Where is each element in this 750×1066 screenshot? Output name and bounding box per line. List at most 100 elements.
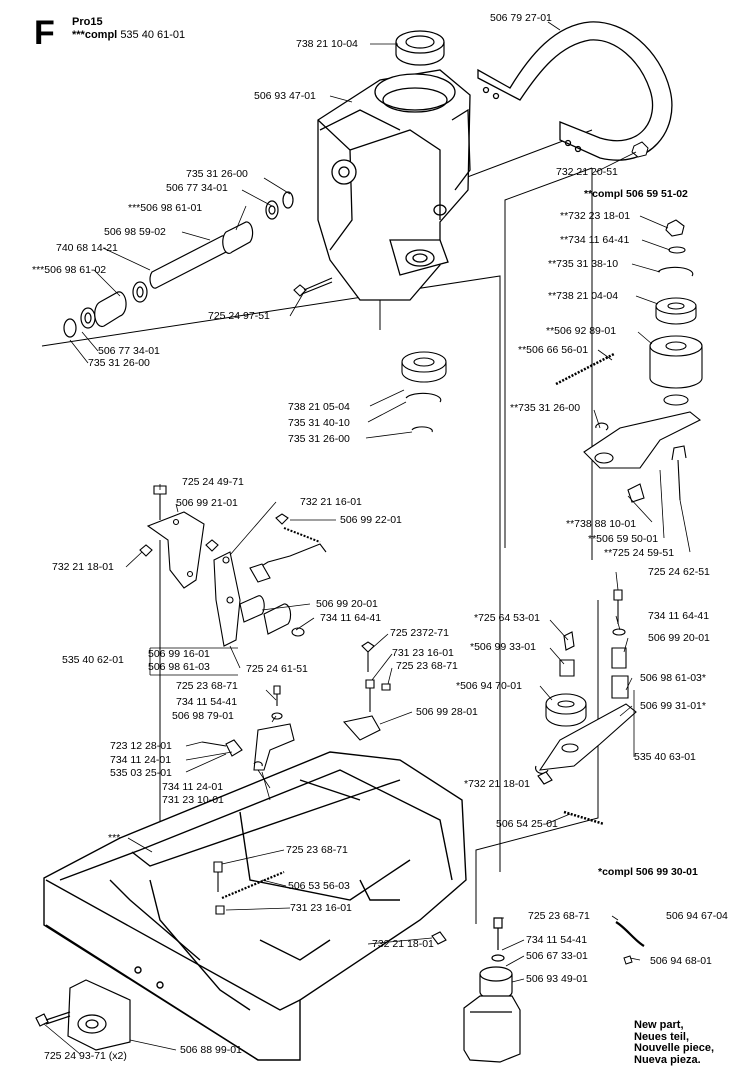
part-label: 506 99 20-01 — [316, 598, 378, 610]
part-label: *732 21 18-01 — [464, 778, 530, 790]
part-label: 506 99 16-01 — [148, 648, 210, 660]
compl-prefix: ***compl — [72, 29, 118, 41]
part-label: 735 31 26-00 — [288, 433, 350, 445]
part-label: **735 31 26-00 — [510, 402, 581, 414]
part-label: 725 24 61-51 — [246, 663, 308, 675]
part-label: 734 11 64-41 — [648, 610, 710, 622]
part-label: 735 31 26-00 — [186, 168, 248, 180]
part-label: 506 99 20-01 — [648, 632, 710, 644]
part-label: *725 64 53-01 — [474, 612, 540, 624]
part-label: **506 92 89-01 — [546, 325, 617, 337]
part-label: 506 94 68-01 — [650, 955, 712, 967]
legend-line: Nueva pieza. — [634, 1053, 701, 1066]
part-label: 725 24 93-71 (x2) — [44, 1050, 127, 1062]
part-label: 732 21 18-01 — [52, 561, 114, 573]
part-label: 734 11 54-41 — [176, 696, 238, 708]
part-label: ***506 98 61-01 — [128, 202, 203, 214]
part-label: 725 24 49-71 — [182, 476, 244, 488]
model-name: Pro15 — [72, 16, 103, 28]
part-label: 506 99 28-01 — [416, 706, 478, 718]
legend-line: Neues teil, — [634, 1030, 690, 1043]
chassis-spring — [221, 870, 285, 900]
bolt-icon — [293, 277, 333, 297]
part-label: 506 88 99-01 — [180, 1044, 242, 1056]
part-label: 506 94 67-04 — [666, 910, 728, 922]
part-label: 735 31 40-10 — [288, 417, 350, 429]
part-label: *506 99 33-01 — [470, 641, 536, 653]
mount-bracket — [35, 979, 131, 1051]
part-label: 506 93 47-01 — [254, 90, 316, 102]
part-label: **738 88 10-01 — [566, 518, 637, 530]
part-label: **732 23 18-01 — [560, 210, 631, 222]
part-label: 725 23 68-71 — [286, 844, 348, 856]
bearing-stack — [401, 351, 447, 433]
chassis-frame — [43, 751, 467, 1061]
part-label: 734 11 24-01 — [110, 754, 172, 766]
part-label: 725 24 62-51 — [648, 566, 710, 578]
part-label: *506 94 70-01 — [456, 680, 522, 692]
pulley-group — [535, 589, 637, 826]
part-label: 738 21 10-04 — [296, 38, 358, 50]
legend-line: Nouvelle piece, — [634, 1042, 715, 1054]
part-label: 731 23 16-01 — [290, 902, 352, 914]
compl-number: 535 40 61-01 — [120, 29, 186, 41]
part-label: 725 2372-71 — [390, 627, 449, 639]
part-label: 506 98 61-03 — [148, 661, 210, 673]
compl-line: ***compl 535 40 61-01 — [72, 29, 185, 41]
part-label: 506 77 34-01 — [166, 182, 228, 194]
leader-lines — [43, 21, 691, 1055]
part-label: 506 99 21-01 — [176, 497, 238, 509]
bracket-group — [139, 485, 327, 647]
part-label: 506 99 22-01 — [340, 514, 402, 526]
part-label: **compl 506 59 51-02 — [584, 188, 688, 200]
part-label: 535 40 62-01 — [62, 654, 124, 666]
part-label: 506 67 33-01 — [526, 950, 588, 962]
part-label: 535 03 25-01 — [110, 767, 172, 779]
part-label: 506 98 79-01 — [172, 710, 234, 722]
new-part-legend: New part, Neues teil, Nouvelle piece, Nu… — [634, 1019, 715, 1066]
chassis-bolts — [213, 861, 447, 945]
part-label: **738 21 04-04 — [548, 290, 619, 302]
part-label: 734 11 54-41 — [526, 934, 588, 946]
part-label: 734 11 24-01 — [162, 781, 224, 793]
part-label: 731 23 16-01 — [392, 647, 454, 659]
part-label: 740 68 14-21 — [56, 242, 118, 254]
part-label: 735 31 26-00 — [88, 357, 150, 369]
part-label: 506 98 61-03* — [640, 672, 706, 684]
nut-icon — [631, 141, 649, 158]
part-label: *** — [108, 832, 121, 844]
part-label: 506 79 27-01 — [490, 12, 552, 24]
part-label: 506 77 34-01 — [98, 345, 160, 357]
part-label: **506 59 50-01 — [588, 533, 659, 545]
part-label: 723 12 28-01 — [110, 740, 172, 752]
section-letter: F — [34, 14, 55, 52]
part-label: 535 40 63-01 — [634, 751, 696, 763]
part-label: ***506 98 61-02 — [32, 264, 107, 276]
axle-assembly — [63, 191, 294, 338]
part-label: 506 99 31-01* — [640, 700, 706, 712]
part-label: **725 24 59-51 — [604, 547, 675, 559]
reservoir — [463, 917, 521, 1063]
housing-part — [317, 69, 471, 301]
legend-line: New part, — [634, 1019, 684, 1031]
part-label: *compl 506 99 30-01 — [598, 866, 698, 878]
part-label: 506 93 49-01 — [526, 973, 588, 985]
part-label: 506 98 59-02 — [104, 226, 166, 238]
part-label: 506 54 25-01 — [496, 818, 558, 830]
part-label: 725 24 97-51 — [208, 310, 270, 322]
part-label: 734 11 64-41 — [320, 612, 382, 624]
part-label: 725 23 68-71 — [396, 660, 458, 672]
part-label: 738 21 05-04 — [288, 401, 350, 413]
part-label: 506 53 56-03 — [288, 880, 350, 892]
part-label: 725 23 68-71 — [528, 910, 590, 922]
right-stack — [555, 219, 703, 503]
part-label: 725 23 68-71 — [176, 680, 238, 692]
part-label: **506 66 56-01 — [518, 344, 589, 356]
part-label: **735 31 38-10 — [548, 258, 619, 270]
bearing-top-icon — [395, 30, 445, 66]
hose-icon — [615, 921, 645, 965]
strap-bracket — [477, 21, 673, 161]
part-label: 732 21 18-01 — [372, 938, 434, 950]
